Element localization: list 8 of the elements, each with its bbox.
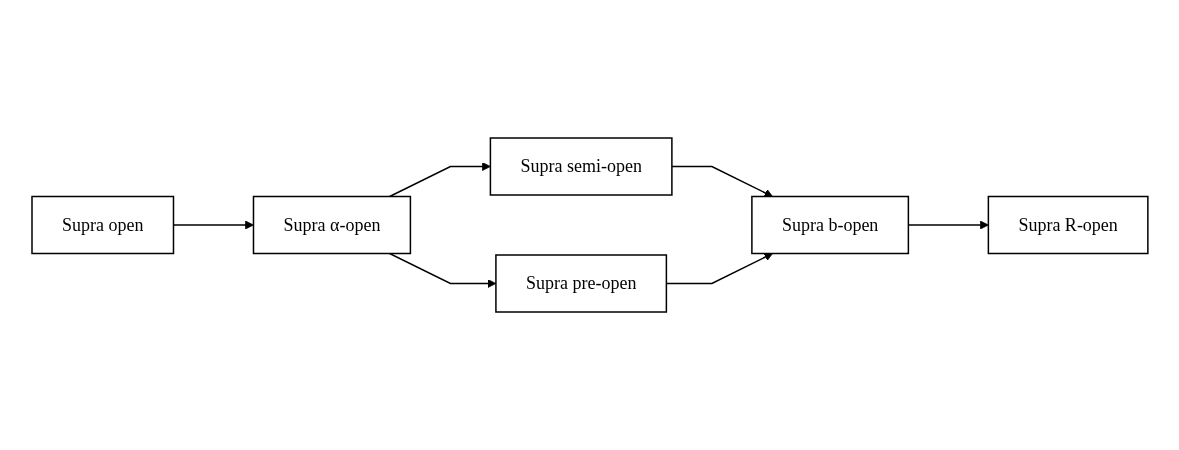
node-box: Supra α-open [252,195,411,255]
node-box: Supra pre-open [494,254,667,313]
arrow [388,252,496,288]
node-box: Supra R-open [987,195,1149,255]
node-box: Supra open [30,195,174,255]
arrow [665,253,773,285]
node-box: Supra b-open [750,195,909,255]
node-box: Supra semi-open [489,137,673,196]
